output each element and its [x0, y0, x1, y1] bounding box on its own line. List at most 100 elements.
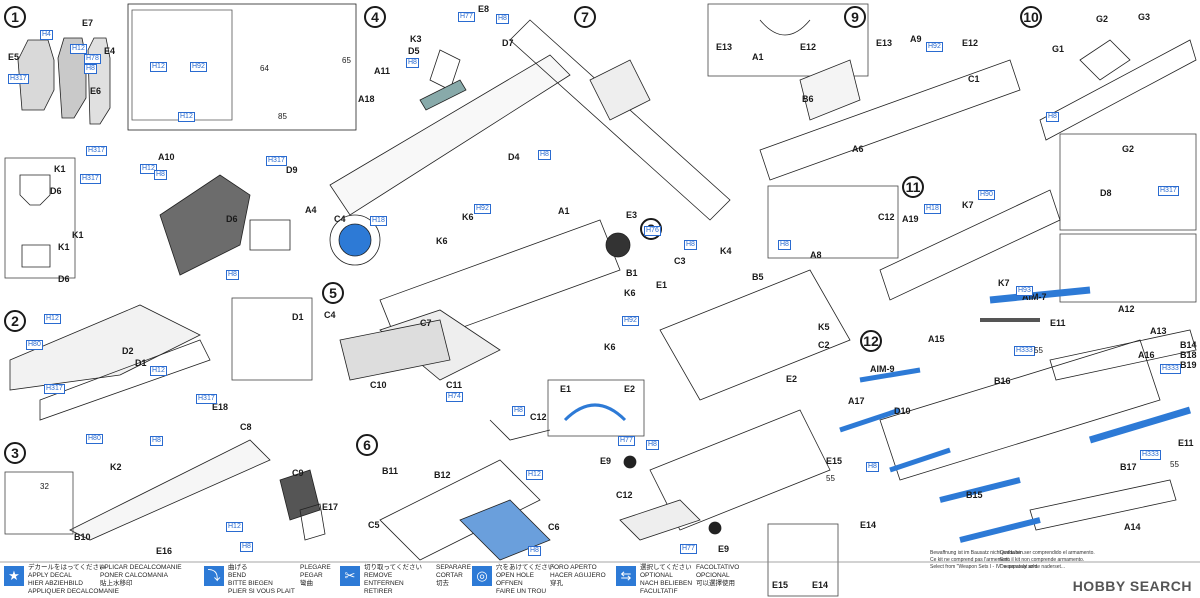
part-label: B16	[994, 376, 1011, 386]
decal-number: 55	[826, 474, 835, 483]
part-label: A16	[1138, 350, 1155, 360]
paint-code: H8	[150, 436, 163, 446]
paint-code: H317	[266, 156, 287, 166]
paint-code: H77	[458, 12, 475, 22]
paint-code: H18	[924, 204, 941, 214]
paint-code: H78	[84, 54, 101, 64]
paint-code: H8	[406, 58, 419, 68]
part-label: E1	[656, 280, 668, 290]
part-label: D1	[292, 312, 304, 322]
step-3: 3	[4, 442, 26, 464]
part-label: E2	[786, 374, 798, 384]
open-hole-icon: ◎	[472, 566, 492, 586]
decal-number: 55	[1170, 460, 1179, 469]
step-1: 1	[4, 6, 26, 28]
part-label: C11	[446, 380, 463, 390]
paint-code: H333	[1140, 450, 1161, 460]
paint-code: H12	[178, 112, 195, 122]
part-label: C3	[674, 256, 686, 266]
part-label: E12	[962, 38, 979, 48]
part-label: C2	[818, 340, 830, 350]
paint-code: H317	[44, 384, 65, 394]
part-label: E16	[156, 546, 173, 556]
paint-code: H317	[86, 146, 107, 156]
part-label: C4	[334, 214, 346, 224]
note: De separaat arme naderset...	[1000, 564, 1066, 570]
paint-code: H8	[646, 440, 659, 450]
part-label: D5	[408, 46, 420, 56]
part-label: E15	[772, 580, 789, 590]
part-label: D10	[894, 406, 911, 416]
part-label: B15	[966, 490, 983, 500]
part-label: B1	[626, 268, 638, 278]
paint-code: H8	[1046, 112, 1059, 122]
paint-code: H12	[140, 164, 157, 174]
part-label: D6	[226, 214, 238, 224]
paint-code: H92	[190, 62, 207, 72]
step-5: 5	[322, 282, 344, 304]
paint-code: H77	[618, 436, 635, 446]
part-label: E14	[860, 520, 877, 530]
part-label: C12	[616, 490, 633, 500]
part-label: C9	[292, 468, 304, 478]
step-9: 9	[844, 6, 866, 28]
part-label: G3	[1138, 12, 1151, 22]
bend-icon: ⤵	[204, 566, 224, 586]
step-12: 12	[860, 330, 882, 352]
part-label: E12	[800, 42, 817, 52]
part-label: K7	[962, 200, 974, 210]
part-label: C4	[324, 310, 336, 320]
paint-code: H317	[196, 394, 217, 404]
part-label: D8	[1100, 188, 1112, 198]
part-label: A18	[358, 94, 375, 104]
part-label: E4	[104, 46, 116, 56]
part-label: D7	[502, 38, 514, 48]
cockpit-panel-box	[127, 3, 357, 131]
part-label: E6	[90, 86, 102, 96]
part-label: A8	[810, 250, 822, 260]
paint-code: H8	[778, 240, 791, 250]
part-label: A12	[1118, 304, 1135, 314]
part-label: K4	[720, 246, 732, 256]
paint-code: H4	[40, 30, 53, 40]
part-label: A11	[374, 66, 391, 76]
step-10: 10	[1020, 6, 1042, 28]
note: Esto il kit non comprende armamento.	[1000, 557, 1085, 563]
paint-code: H80	[86, 434, 103, 444]
part-label: E5	[8, 52, 20, 62]
paint-code: H8	[84, 64, 97, 74]
part-label: E13	[876, 38, 893, 48]
part-label: K2	[110, 462, 122, 472]
paint-code: H8	[226, 270, 239, 280]
part-label: E1	[560, 384, 572, 394]
decal-number: 85	[278, 112, 287, 121]
part-label: C10	[370, 380, 387, 390]
paint-code: H92	[474, 204, 491, 214]
part-label: K3	[410, 34, 422, 44]
step-2: 2	[4, 310, 26, 332]
part-label: D9	[286, 165, 298, 175]
part-label: K1	[72, 230, 84, 240]
part-label: A4	[305, 205, 317, 215]
part-label: D4	[508, 152, 520, 162]
step-4: 4	[364, 6, 386, 28]
part-label: C5	[368, 520, 380, 530]
paint-code: H12	[150, 62, 167, 72]
paint-code: H90	[978, 190, 995, 200]
part-label: E13	[716, 42, 733, 52]
paint-code: H93	[1016, 286, 1033, 296]
part-label: A1	[558, 206, 570, 216]
step-11: 11	[902, 176, 924, 198]
paint-code: H8	[528, 546, 541, 556]
decal-number: 55	[1034, 346, 1043, 355]
paint-code: H18	[370, 216, 387, 226]
paint-code: H333	[1014, 346, 1035, 356]
part-label: K7	[998, 278, 1010, 288]
part-label: K6	[624, 288, 636, 298]
paint-code: H317	[8, 74, 29, 84]
part-label: A17	[848, 396, 865, 406]
part-label: G1	[1052, 44, 1065, 54]
